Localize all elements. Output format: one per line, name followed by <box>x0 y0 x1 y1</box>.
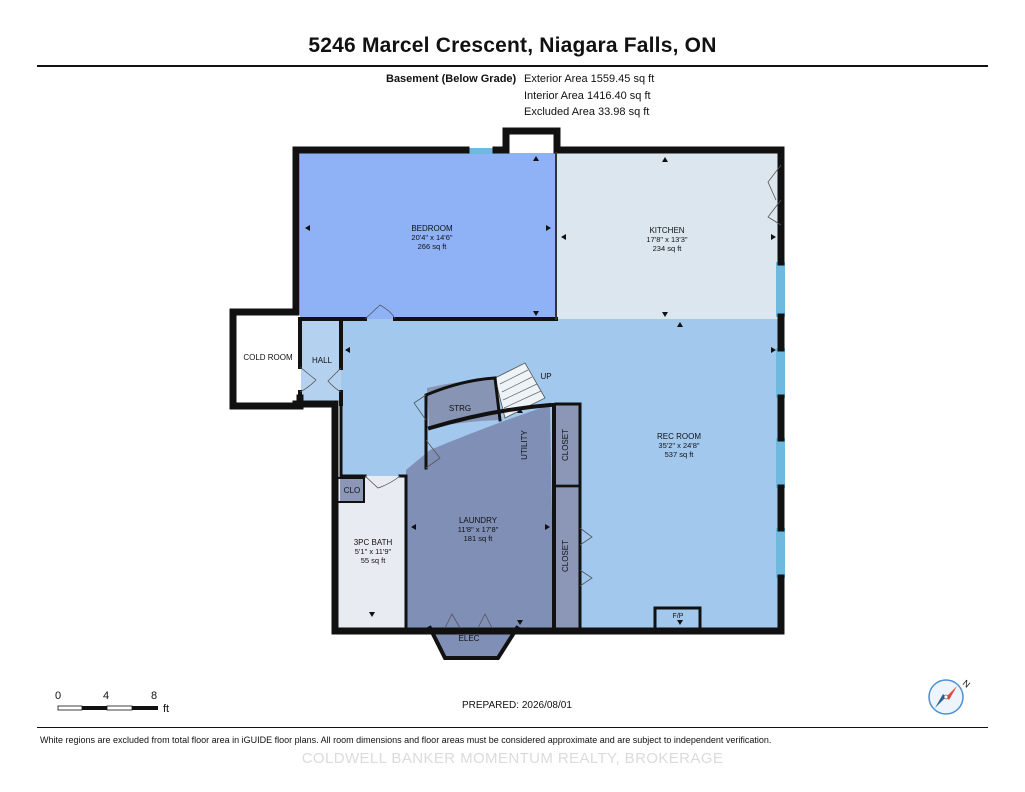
rec-room-dims: 35'2" x 24'8" <box>658 441 699 450</box>
kitchen-name: KITCHEN <box>649 226 684 235</box>
elec-area <box>430 628 515 656</box>
laundry-name: LAUNDRY <box>459 516 498 525</box>
laundry-area <box>406 405 554 628</box>
walls <box>229 127 785 660</box>
stairs-up-label: UP <box>540 372 551 381</box>
closet-lower-name: CLOSET <box>561 540 570 572</box>
page-title: 5246 Marcel Crescent, Niagara Falls, ON <box>308 34 717 57</box>
interior-area: Interior Area 1416.40 sq ft <box>524 90 651 102</box>
scale-unit: ft <box>163 703 170 715</box>
excluded-area: Excluded Area 33.98 sq ft <box>524 106 650 118</box>
laundry-dims: 11'8" x 17'8" <box>458 525 499 534</box>
windows <box>466 148 785 578</box>
kitchen-area <box>556 153 780 319</box>
doors <box>299 164 782 629</box>
disclaimer: White regions are excluded from total fl… <box>40 735 772 745</box>
closet-lower-area <box>556 488 580 628</box>
cold-room-name: COLD ROOM <box>243 353 293 362</box>
elec-name: ELEC <box>459 634 480 643</box>
utility-name: UTILITY <box>520 429 529 459</box>
bedroom-area-label: 266 sq ft <box>418 242 448 251</box>
scale-bar <box>57 705 158 711</box>
rec-room-area-label: 537 sq ft <box>665 450 695 459</box>
fireplace-label: F/P <box>673 613 684 620</box>
kitchen-area-label: 234 sq ft <box>653 244 683 253</box>
exterior-area: Exterior Area 1559.45 sq ft <box>524 73 655 85</box>
bath-area-label: 55 sq ft <box>361 556 387 565</box>
bedroom-dims: 20'4" x 14'6" <box>411 233 452 242</box>
compass-north-label: N <box>961 678 972 690</box>
clo-name: CLO <box>344 486 360 495</box>
clo-area <box>340 478 364 502</box>
stair-lines <box>499 369 542 409</box>
cold-room-area <box>237 316 299 401</box>
watermark: COLDWELL BANKER MOMENTUM REALTY, BROKERA… <box>301 750 724 767</box>
bedroom-area <box>300 153 556 319</box>
laundry-area-label: 181 sq ft <box>464 534 494 543</box>
closet-upper-area <box>556 404 580 484</box>
closet-upper-name: CLOSET <box>561 429 570 461</box>
title-rule <box>37 65 988 67</box>
hall-name: HALL <box>312 356 333 365</box>
scale-tick-0: 0 <box>55 690 62 702</box>
stair-treads <box>494 362 546 419</box>
bath-name: 3PC BATH <box>354 538 393 547</box>
rec-room-name: REC ROOM <box>657 432 701 441</box>
prepared-date: PREPARED: 2026/08/01 <box>462 700 572 711</box>
level-label: Basement (Below Grade) <box>386 73 517 85</box>
scale-tick-8: 8 <box>151 690 158 702</box>
footer-rule <box>37 727 988 728</box>
kitchen-dims: 17'8" x 13'3" <box>646 235 687 244</box>
bedroom-name: BEDROOM <box>411 224 453 233</box>
bath-dims: 5'1" x 11'9" <box>355 547 392 556</box>
scale-tick-4: 4 <box>103 690 110 702</box>
compass-icon <box>928 679 964 715</box>
dimension-arrows <box>305 156 776 625</box>
storage-name: STRG <box>449 404 471 413</box>
